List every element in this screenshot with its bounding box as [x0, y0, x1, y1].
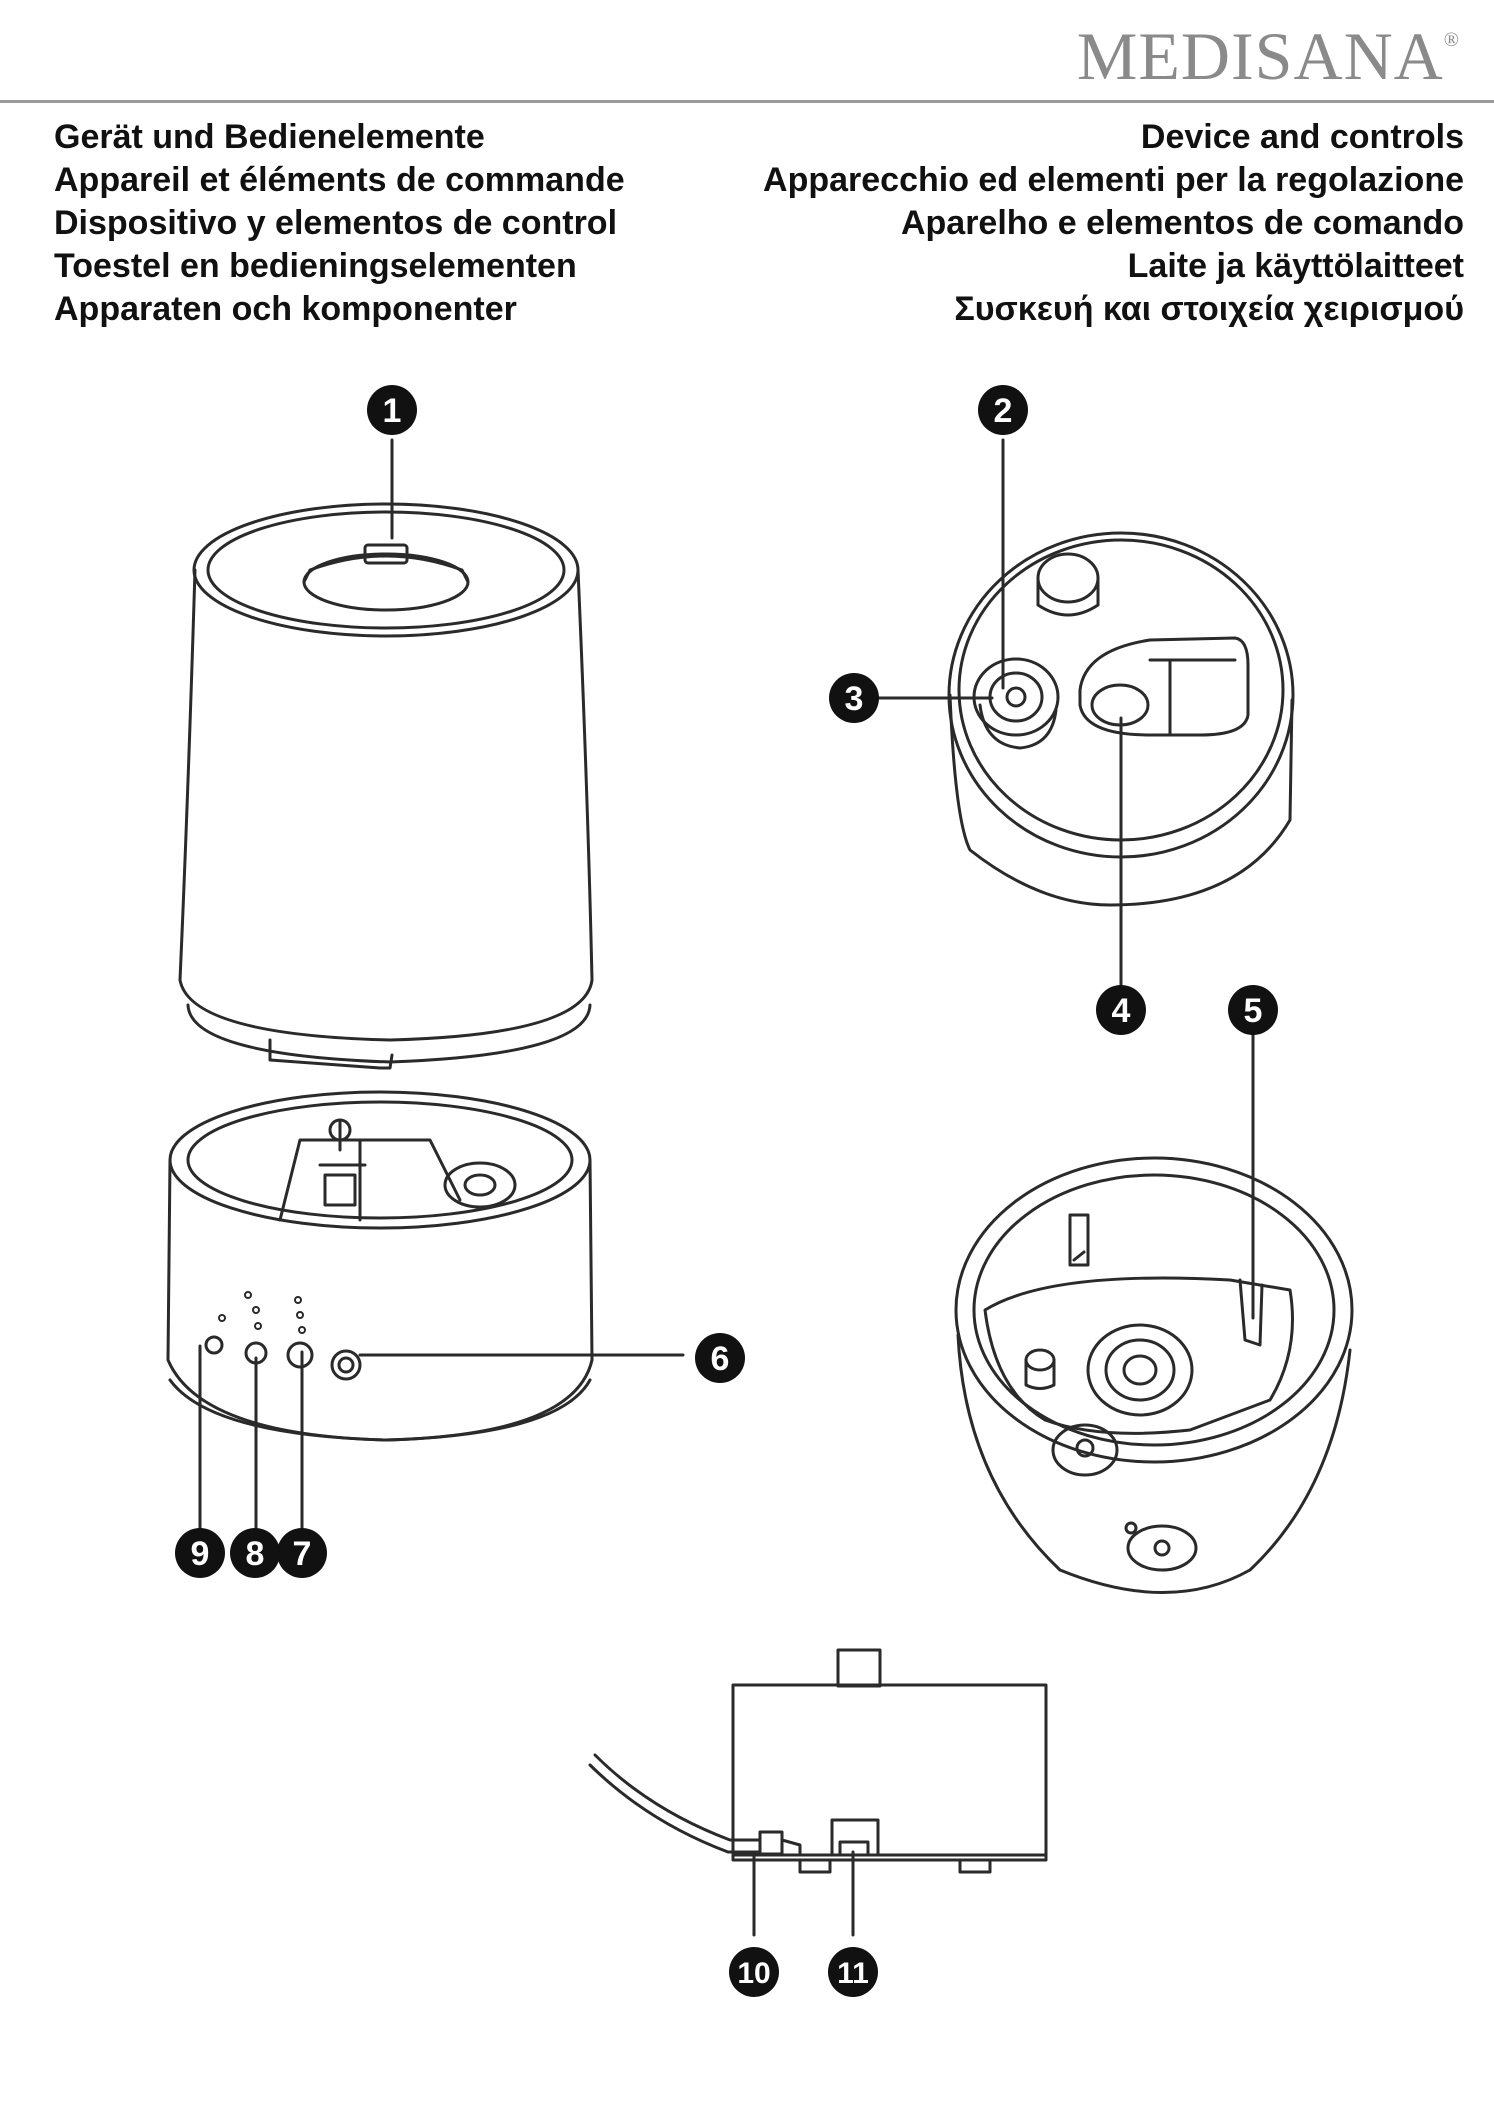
- svg-text:11: 11: [837, 1957, 869, 1990]
- brand-name: MEDISANA: [1076, 18, 1444, 94]
- heading-it: Apparecchio ed elementi per la regolazio…: [763, 161, 1464, 199]
- svg-text:8: 8: [246, 1535, 265, 1573]
- water-tank-drawing: [178, 502, 594, 1070]
- svg-text:10: 10: [737, 1957, 770, 1990]
- callout-3: 3: [829, 673, 879, 723]
- callout-1: 1: [367, 385, 417, 435]
- callout-7: 7: [277, 1528, 327, 1578]
- heading-fr: Appareil et éléments de commande: [54, 161, 625, 199]
- callout-8: 8: [230, 1528, 280, 1578]
- callout-10: 10: [729, 1947, 779, 1997]
- callout-2: 2: [978, 385, 1028, 435]
- registered-mark: ®: [1443, 29, 1460, 51]
- header-rule: [0, 100, 1494, 103]
- base-interior-drawing: [954, 1156, 1354, 1594]
- heading-sv: Apparaten och komponenter: [54, 290, 517, 328]
- svg-text:2: 2: [994, 392, 1013, 430]
- base-unit-drawing: [166, 1090, 594, 1442]
- callout-9: 9: [175, 1528, 225, 1578]
- callout-5: 5: [1228, 985, 1278, 1035]
- svg-text:4: 4: [1112, 992, 1131, 1030]
- headings-left: Gerät und Bedienelemente Appareil et élé…: [54, 116, 625, 331]
- heading-fi: Laite ja käyttölaitteet: [1127, 247, 1464, 285]
- callout-4: 4: [1096, 985, 1146, 1035]
- heading-nl: Toestel en bedieningselementen: [54, 247, 577, 285]
- svg-text:9: 9: [191, 1535, 210, 1573]
- svg-text:5: 5: [1244, 992, 1263, 1030]
- side-view-drawing: [588, 1648, 1048, 1874]
- heading-pt: Aparelho e elementos de comando: [900, 204, 1464, 242]
- svg-text:7: 7: [293, 1535, 312, 1573]
- heading-en: Device and controls: [1140, 118, 1464, 156]
- callout-6: 6: [695, 1333, 745, 1383]
- headings-right: Device and controls Apparecchio ed eleme…: [763, 116, 1464, 331]
- svg-text:3: 3: [845, 680, 864, 718]
- heading-de: Gerät und Bedienelemente: [54, 118, 485, 156]
- svg-text:1: 1: [383, 392, 402, 430]
- callout-11: 11: [828, 1947, 878, 1997]
- heading-es: Dispositivo y elementos de control: [54, 204, 618, 242]
- brand-logo: MEDISANA®: [1077, 22, 1460, 90]
- leader-lines: [198, 438, 1255, 1937]
- svg-text:6: 6: [711, 1340, 730, 1378]
- heading-el: Συσκευή και στοιχεία χειρισμού: [954, 290, 1464, 328]
